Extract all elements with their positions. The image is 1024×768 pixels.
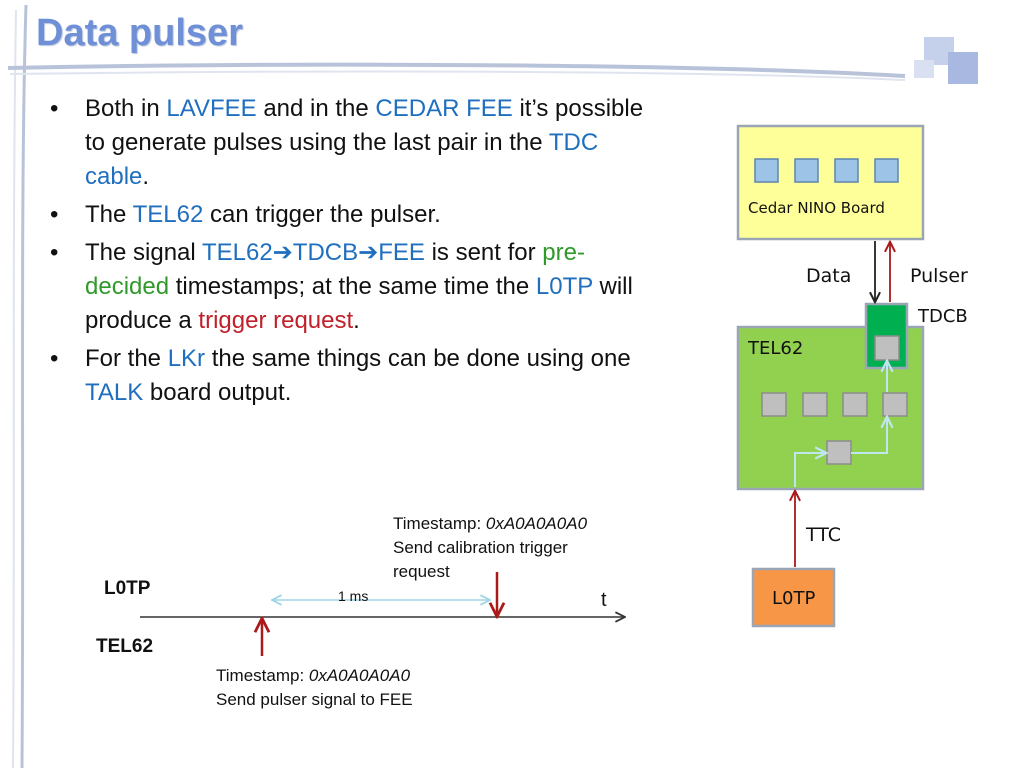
left-border-line [20, 4, 28, 768]
l0tp-block-label: L0TP [772, 588, 816, 609]
bullet-text: The [85, 201, 133, 228]
top-timestamp-note: Timestamp: 0xA0A0A0A0 Send calibration t… [393, 512, 587, 584]
bullet-item: Both in LAVFEE and in the CEDAR FEE it’s… [50, 92, 650, 194]
page-title: Data pulser [36, 12, 243, 54]
bullet-text: the same things can be done using one [205, 345, 631, 372]
bullet-text: . [142, 163, 150, 190]
bullet-text: . [353, 307, 360, 334]
bullet-highlight: L0TP [535, 273, 593, 300]
top-note-line3: request [393, 562, 450, 581]
bullet-highlight: TEL62➔TDCB➔FEE [201, 239, 425, 266]
bullet-item: The TEL62 can trigger the pulser. [50, 198, 650, 232]
internal-path-2 [851, 418, 887, 454]
bullet-text: is sent for [424, 239, 543, 266]
left-border-line-2 [12, 9, 17, 768]
time-axis-label: t [601, 589, 607, 611]
corner-squares-decoration [914, 37, 978, 84]
bullet-item: The signal TEL62➔TDCB➔FEE is sent for pr… [50, 236, 650, 338]
bottom-note-value: 0xA0A0A0A0 [308, 666, 411, 685]
pulser-label: Pulser [910, 265, 968, 287]
internal-path-1 [794, 453, 825, 487]
bullet-text: it’s possible to generate pulses using t… [85, 95, 644, 156]
timeline-l0tp-label: L0TP [104, 578, 151, 599]
l0tp-block [751, 567, 836, 628]
tdcb-chip [874, 335, 900, 361]
bullet-text: and in the [256, 95, 376, 122]
bullet-item: For the LKr the same things can be done … [50, 342, 650, 410]
bottom-note-prefix: Timestamp: [216, 666, 309, 685]
title-underline-2 [9, 70, 906, 81]
bottom-timestamp-note: Timestamp: 0xA0A0A0A0 Send pulser signal… [216, 664, 413, 712]
ttc-label: TTC [806, 524, 842, 546]
title-underline [7, 62, 906, 78]
bullet-text: board output. [143, 379, 292, 406]
bottom-note-line2: Send pulser signal to FEE [216, 690, 413, 709]
bullet-text: The signal [85, 239, 202, 266]
bullet-text: timestamps; at the same time the [169, 273, 536, 300]
interval-label: 1 ms [338, 588, 369, 604]
bullet-highlight: trigger request [198, 307, 354, 334]
top-note-value: 0xA0A0A0A0 [485, 514, 588, 533]
bullet-highlight: LAVFEE [166, 95, 257, 122]
bullet-text: will produce a [85, 273, 633, 334]
bullet-highlight: CEDAR FEE [375, 95, 513, 122]
bullet-highlight: TALK [85, 379, 144, 406]
bullet-list: Both in LAVFEE and in the CEDAR FEE it’s… [50, 92, 650, 414]
bullet-highlight: LKr [167, 345, 206, 372]
timeline-tel62-label: TEL62 [96, 636, 154, 657]
tel62-label: TEL62 [748, 338, 804, 359]
bullet-text: Both in [85, 95, 167, 122]
top-note-prefix: Timestamp: [393, 514, 486, 533]
cedar-chips [754, 158, 899, 183]
bullet-highlight: TEL62 [132, 201, 204, 228]
tdcb-label: TDCB [918, 306, 968, 327]
bullet-highlight: TDC cable [85, 129, 599, 190]
bullet-highlight: pre-decided [85, 239, 585, 300]
bullet-text: can trigger the pulser. [203, 201, 441, 228]
data-label: Data [806, 265, 852, 287]
top-note-line2: Send calibration trigger [393, 538, 568, 557]
tel62-chips [761, 392, 908, 465]
cedar-board-label: Cedar NINO Board [748, 199, 885, 217]
bullet-text: For the [85, 345, 168, 372]
